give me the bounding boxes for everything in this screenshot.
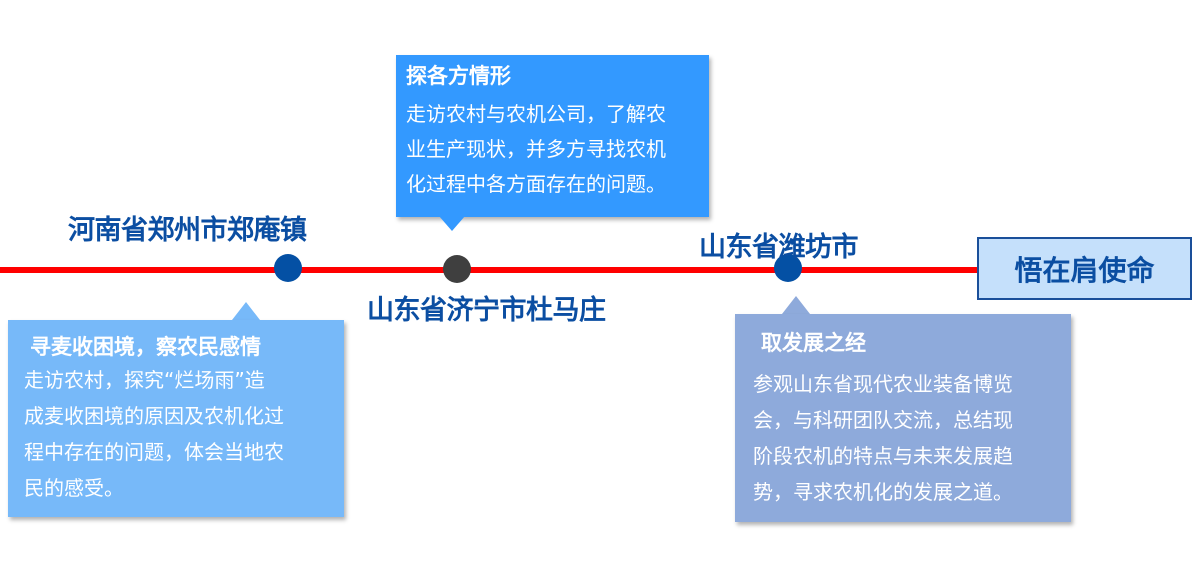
card-3: 取发展之经 参观山东省现代农业装备博览 会，与科研团队交流，总结现 阶段农机的特… — [735, 314, 1071, 522]
card-line: 成麦收困境的原因及农机化过 — [24, 404, 284, 428]
card-line: 会，与科研团队交流，总结现 — [753, 408, 1013, 432]
end-box: 悟在肩使命 — [977, 237, 1192, 300]
card-title: 取发展之经 — [761, 331, 866, 355]
card-line: 业生产现状，并多方寻找农机 — [406, 137, 666, 161]
card-line: 势，寻求农机化的发展之道。 — [753, 480, 1013, 504]
card-line: 走访农村，探究“烂场雨”造 — [24, 368, 265, 392]
card-line: 阶段农机的特点与未来发展趋 — [753, 444, 1013, 468]
card-line: 走访农村与农机公司，了解农 — [406, 102, 666, 126]
timeline-dot-1 — [274, 254, 302, 282]
card-2: 探各方情形 走访农村与农机公司，了解农 业生产现状，并多方寻找农机 化过程中各方… — [396, 55, 709, 217]
card-line: 民的感受。 — [24, 476, 124, 500]
card-line: 程中存在的问题，体会当地农 — [24, 440, 284, 464]
card-pointer-3 — [782, 296, 810, 314]
location-label-3: 山东省潍坊市 — [699, 232, 859, 263]
card-title: 寻麦收困境，察农民感情 — [30, 335, 261, 359]
timeline-dot-2 — [443, 255, 471, 283]
timeline-line — [0, 267, 980, 273]
card-1: 寻麦收困境，察农民感情 走访农村，探究“烂场雨”造 成麦收困境的原因及农机化过 … — [8, 320, 344, 517]
location-label-2: 山东省济宁市杜马庄 — [367, 295, 606, 326]
card-line: 参观山东省现代农业装备博览 — [753, 372, 1013, 396]
card-line: 化过程中各方面存在的问题。 — [406, 172, 666, 196]
card-pointer-2 — [439, 216, 465, 231]
card-title: 探各方情形 — [406, 64, 511, 88]
location-label-1: 河南省郑州市郑庵镇 — [68, 215, 307, 246]
timeline-dot-3 — [774, 254, 802, 282]
card-pointer-1 — [232, 302, 260, 320]
